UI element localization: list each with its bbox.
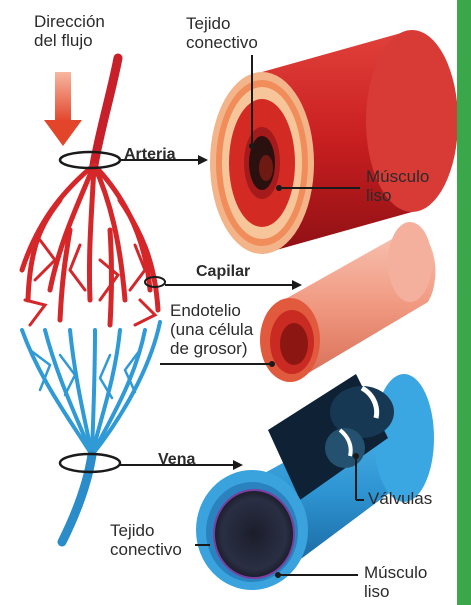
artery-label: Arteria <box>124 145 176 164</box>
flow-direction-label: Dirección del flujo <box>34 12 105 50</box>
accent-bar <box>457 0 471 605</box>
vein-connective-label: Tejido conectivo <box>110 521 182 559</box>
vein-cross-section <box>196 374 434 590</box>
vein-muscle-label: Músculo liso <box>364 563 427 601</box>
vessel-tree <box>22 58 160 542</box>
artery-muscle-label: Músculo liso <box>366 167 429 205</box>
vein-label: Vena <box>158 450 195 469</box>
flow-arrow <box>44 72 82 146</box>
valves-label: Válvulas <box>368 489 432 508</box>
endothelium-label: Endotelio (una célula de grosor) <box>170 301 253 358</box>
artery-cross-section <box>210 30 458 254</box>
capillary-label: Capilar <box>196 262 250 281</box>
artery-connective-label: Tejido conectivo <box>186 14 258 52</box>
